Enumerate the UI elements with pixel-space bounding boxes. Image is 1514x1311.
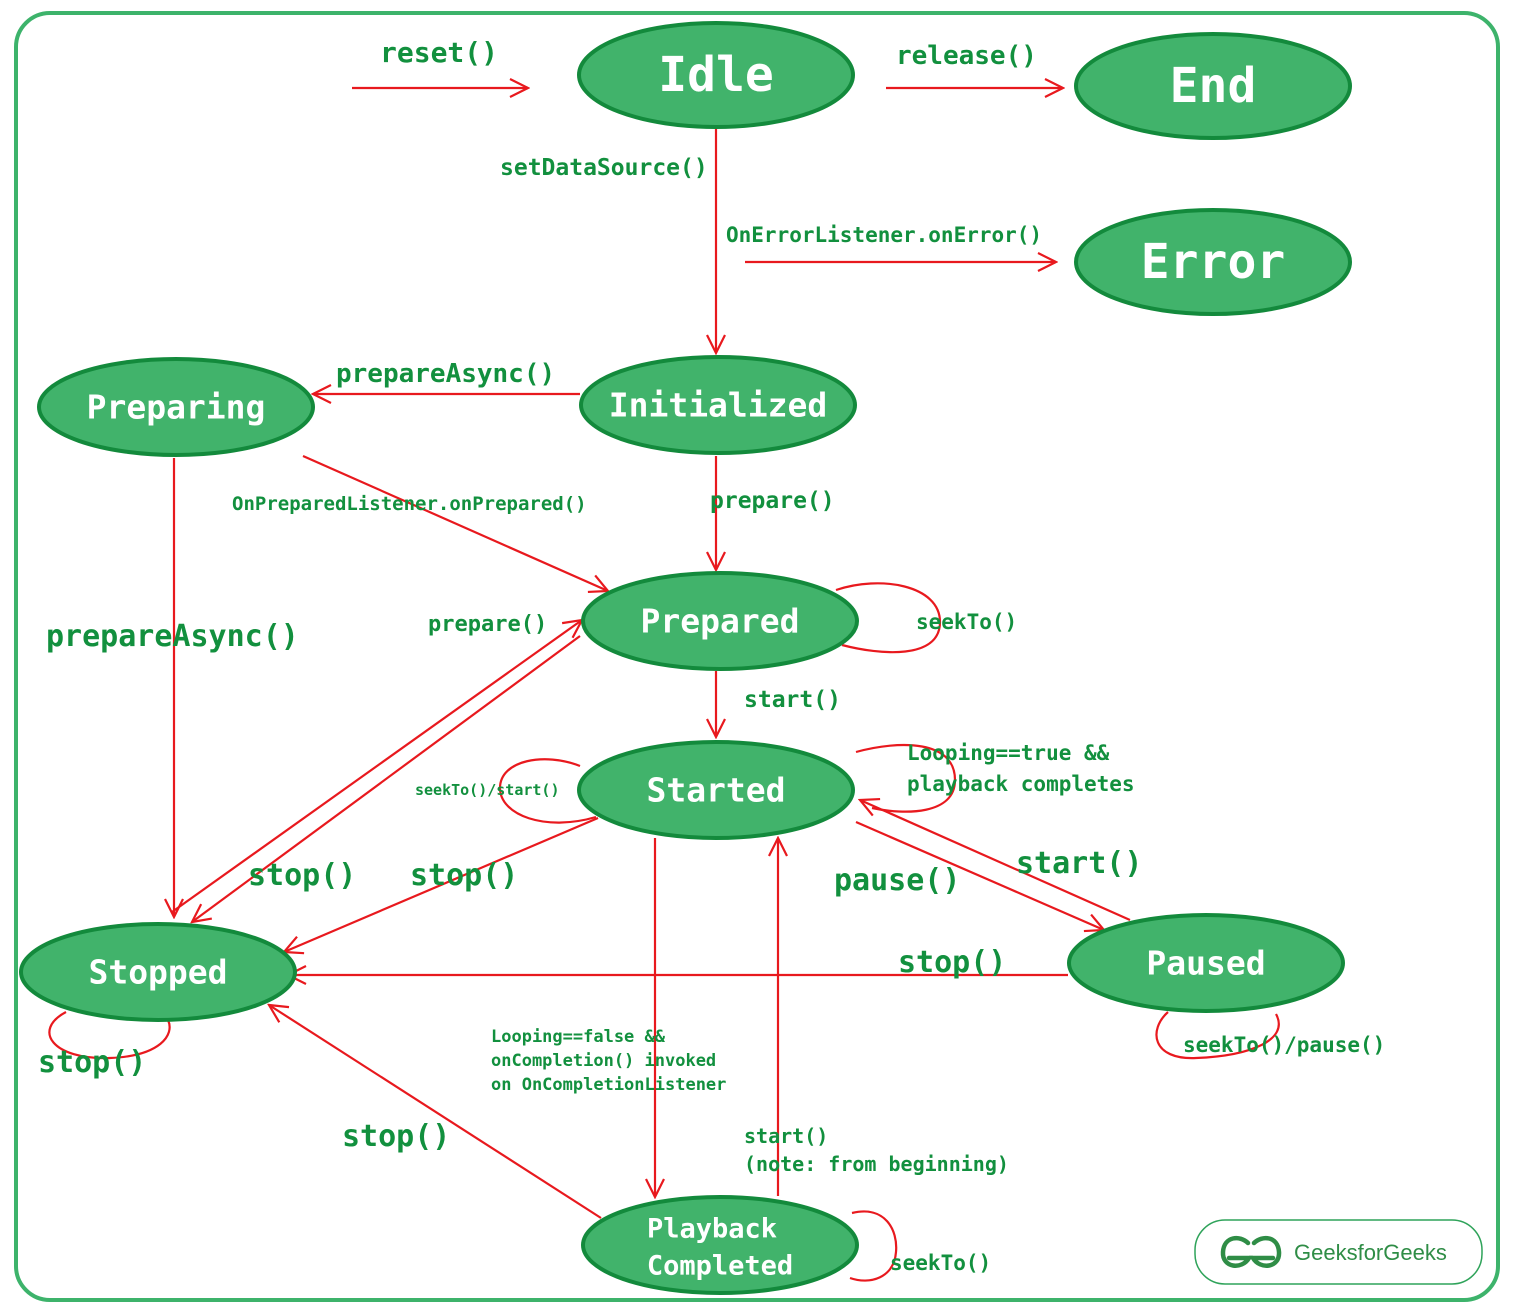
stop-from-started-label: stop(): [410, 858, 518, 893]
state-paused-label: Paused: [1146, 944, 1265, 983]
set-data-source-label: setDataSource(): [500, 155, 708, 181]
looping-true-label-line1: Looping==true &&: [907, 741, 1110, 765]
pause-arrow: [855, 820, 1104, 930]
seek-to-prepared-loop: [835, 582, 942, 654]
state-started: Started: [577, 740, 855, 840]
seek-pause-self-label: seekTo()/pause(): [1183, 1033, 1385, 1057]
on-prepared-label: OnPreparedListener.onPrepared(): [232, 493, 587, 515]
state-end: End: [1074, 32, 1352, 140]
stop-from-completed-label: stop(): [342, 1119, 450, 1154]
state-started-label: Started: [646, 771, 785, 810]
looping-false-label-line1: Looping==false &&: [491, 1027, 666, 1047]
state-preparing-label: Preparing: [87, 388, 266, 427]
brand-name: GeeksforGeeks: [1294, 1240, 1447, 1265]
geeksforgeeks-logo-icon: [1220, 1235, 1282, 1268]
transition-labels: reset() release() setDataSource() OnErro…: [38, 36, 1385, 1275]
state-prepared-label: Prepared: [641, 602, 800, 641]
state-prepared: Prepared: [581, 571, 859, 671]
start-from-paused-label: start(): [1016, 846, 1142, 881]
stop-self-label: stop(): [38, 1045, 146, 1080]
seek-to-completed-label: seekTo(): [890, 1251, 991, 1275]
brand-badge[interactable]: GeeksforGeeks: [1194, 1219, 1483, 1285]
state-error-label: Error: [1141, 234, 1286, 290]
state-paused: Paused: [1067, 913, 1345, 1013]
prepare-from-stopped-arrow: [171, 620, 582, 913]
stop-from-started-arrow: [284, 816, 599, 952]
looping-true-label-line2: playback completes: [907, 772, 1135, 796]
seek-to-completed-loop: [849, 1210, 898, 1282]
start-from-completed-label-line2: (note: from beginning): [744, 1152, 1009, 1176]
state-initialized-label: Initialized: [609, 386, 828, 425]
state-preparing: Preparing: [37, 357, 315, 457]
on-error-label: OnErrorListener.onError(): [726, 223, 1042, 247]
release-label: release(): [896, 41, 1037, 71]
pause-label: pause(): [834, 863, 960, 898]
state-error: Error: [1074, 208, 1352, 316]
prepare-from-initialized-label: prepare(): [710, 488, 835, 514]
state-stopped-label: Stopped: [88, 953, 227, 992]
diagram-frame: [14, 11, 1500, 1302]
state-stopped: Stopped: [19, 922, 297, 1022]
start-from-paused-arrow: [860, 800, 1131, 922]
reset-label: reset(): [380, 36, 498, 69]
looping-true-loop: [855, 743, 957, 813]
seek-start-self-label: seekTo()/start(): [415, 781, 560, 799]
state-playback-completed-label-line1: Playback: [647, 1214, 777, 1245]
seek-start-self-loop: [498, 758, 597, 824]
start-from-completed-label-line1: start(): [744, 1124, 828, 1148]
transition-edges: [48, 88, 1280, 1282]
state-end-label: End: [1170, 58, 1257, 114]
stop-from-prepared-arrow: [192, 635, 581, 922]
state-idle-label: Idle: [658, 47, 774, 103]
stop-from-completed-arrow: [269, 1005, 602, 1219]
start-from-prepared-label: start(): [744, 687, 841, 713]
on-prepared-arrow: [302, 454, 608, 591]
state-idle: Idle: [577, 21, 855, 129]
seek-pause-self-loop: [1155, 1011, 1280, 1060]
stop-from-prepared-label: stop(): [248, 858, 356, 893]
state-playback-completed-label-line2: Completed: [647, 1251, 793, 1282]
prepare-async-top-label: prepareAsync(): [336, 359, 555, 389]
state-initialized: Initialized: [579, 355, 857, 455]
prepare-async-left-label: prepareAsync(): [46, 619, 299, 654]
stop-self-loop: [48, 1011, 171, 1060]
looping-false-label-line2: onCompletion() invoked: [491, 1051, 716, 1071]
stop-from-paused-label: stop(): [898, 945, 1006, 980]
looping-false-label-line3: on OnCompletionListener: [491, 1075, 726, 1095]
state-playback-completed: Playback Completed: [581, 1195, 859, 1295]
prepare-from-stopped-label: prepare(): [428, 612, 547, 637]
seek-to-prepared-label: seekTo(): [916, 610, 1017, 634]
